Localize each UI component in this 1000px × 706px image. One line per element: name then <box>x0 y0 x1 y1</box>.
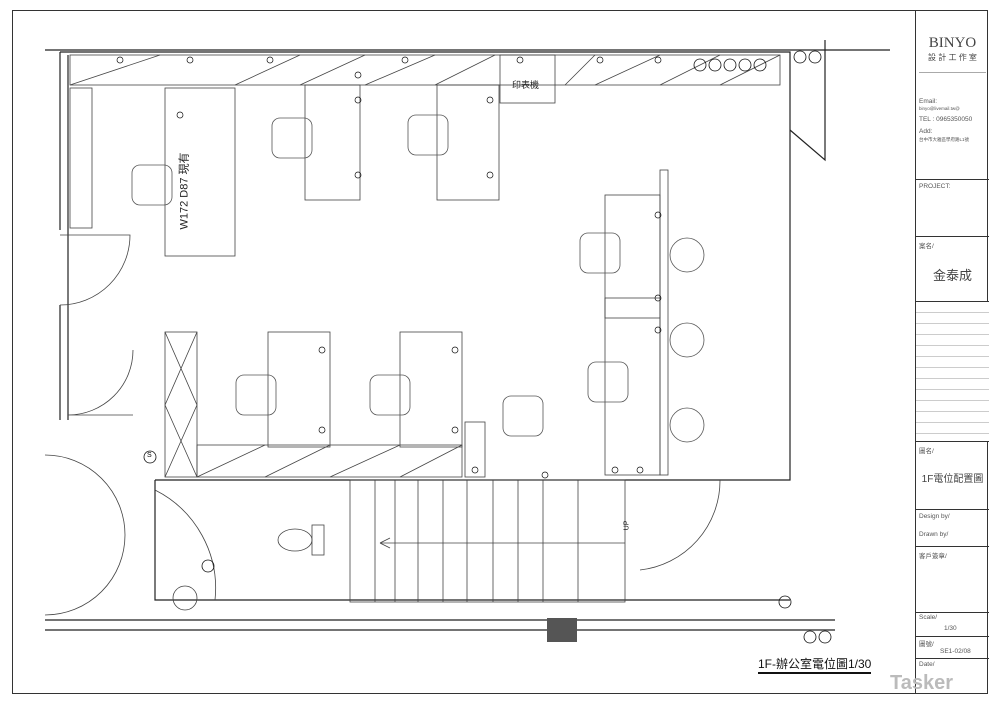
brand-name: BINYO <box>928 35 977 51</box>
column <box>547 618 577 642</box>
company-cell: BINYO 設 計 工 作 室 Email: binyo@livemail.tw… <box>916 10 989 180</box>
drawing-number: SE1-02/08 <box>940 648 971 655</box>
drawing-label: 圖名/ <box>919 448 934 455</box>
email: binyo@livemail.tw@ <box>919 106 960 111</box>
drawing-name-cell: 圖名/ 1F電位配置圖 <box>916 442 989 510</box>
outlet-label: S <box>147 452 152 459</box>
drawing-name: 1F電位配置圖 <box>921 474 984 485</box>
top-cabinets <box>69 54 781 257</box>
outlet-s-icon <box>143 50 832 644</box>
brand-sub: 設 計 工 作 室 <box>928 53 977 62</box>
revision-lines <box>916 302 989 442</box>
number-label: 圖號/ <box>919 641 934 648</box>
number-cell: 圖號/ SE1-02/08 <box>916 637 989 659</box>
design-cell: Design by/ Drawn by/ <box>916 510 989 547</box>
address: 台中市大雅區學府路L1號 <box>919 137 970 142</box>
watermark: Tasker <box>890 672 954 694</box>
case-label: 案名/ <box>919 243 934 250</box>
toilet <box>172 524 325 611</box>
case-cell: 案名/ 金泰成 <box>916 237 989 302</box>
chairs <box>131 114 705 443</box>
date-label: Date/ <box>919 661 935 668</box>
date-cell: Date/ <box>916 659 989 694</box>
project-cell: PROJECT: <box>916 180 989 237</box>
stairs <box>349 479 626 603</box>
client-sign: 客戶簽章/ <box>919 553 947 560</box>
scale: 1/30 <box>944 625 957 632</box>
desks <box>164 84 669 478</box>
drawn-by: Drawn by/ <box>919 531 949 538</box>
project-label: PROJECT: <box>919 183 951 190</box>
client-cell: 客戶簽章/ <box>916 547 989 613</box>
case-name: 金泰成 <box>932 268 972 283</box>
floor-plan <box>44 40 890 644</box>
doors <box>44 234 721 616</box>
scale-label: Scale/ <box>919 614 938 621</box>
tel: TEL : 0965350050 <box>919 116 973 123</box>
email-label: Email: <box>919 98 938 105</box>
scale-cell: Scale/ 1/30 <box>916 613 989 637</box>
add-label: Add: <box>919 128 933 135</box>
outlets <box>116 50 832 644</box>
plan-title: 1F-辦公室電位圖1/30 <box>758 655 872 674</box>
stair-up-label: UP <box>623 520 631 531</box>
design-by: Design by/ <box>919 513 950 520</box>
printer-label: 印表機 <box>512 80 540 90</box>
title-block: BINYO 設 計 工 作 室 Email: binyo@livemail.tw… <box>915 10 989 694</box>
desk-label: W172 D87 現有 <box>178 152 191 230</box>
walls <box>45 40 890 631</box>
